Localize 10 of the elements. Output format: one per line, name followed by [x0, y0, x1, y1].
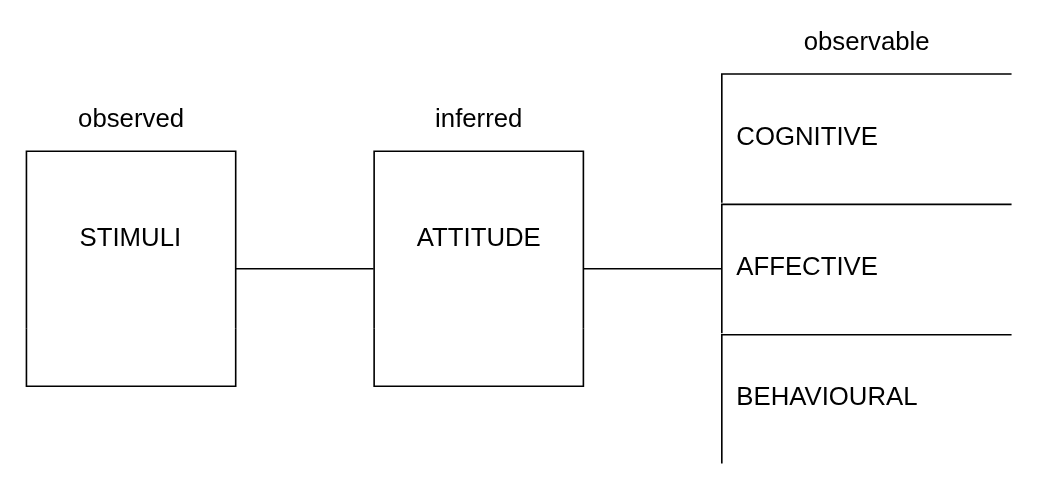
label: observable [803, 26, 930, 55]
connector [582, 267, 722, 270]
connector [234, 267, 374, 270]
node-text: AFFECTIVE [735, 251, 878, 280]
node-text: COGNITIVE [735, 121, 878, 150]
label: observed [77, 103, 184, 132]
node-text: ATTITUDE [416, 222, 541, 251]
label: inferred [434, 103, 522, 132]
node-text: BEHAVIOURAL [735, 382, 918, 411]
node-text: STIMULI [79, 222, 181, 251]
